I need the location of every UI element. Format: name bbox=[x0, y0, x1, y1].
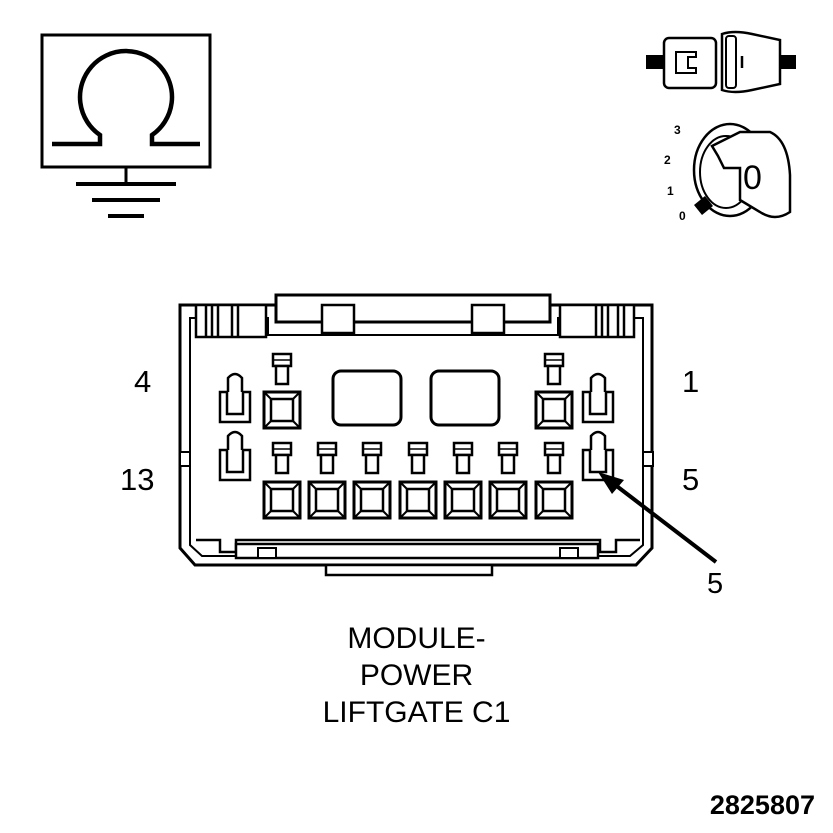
connector-title-line-2: POWER bbox=[359, 659, 474, 692]
ignition-key-off-icon bbox=[692, 122, 792, 219]
ignition-position-1: 1 bbox=[667, 184, 674, 198]
figure-number: 2825807 bbox=[709, 790, 815, 820]
pin-label-4: 4 bbox=[134, 364, 152, 399]
ignition-position-3: 3 bbox=[674, 123, 681, 137]
pin-callout-arrow bbox=[598, 472, 718, 564]
ignition-key-mark: 0 bbox=[743, 159, 762, 197]
ignition-position-0: 0 bbox=[679, 209, 686, 223]
connector-title-line-1: MODULE- bbox=[347, 622, 486, 655]
ignition-position-2: 2 bbox=[664, 153, 671, 167]
ohmmeter-ground-icon bbox=[40, 33, 212, 218]
pin-label-13: 13 bbox=[120, 462, 155, 497]
connector-disconnected-icon bbox=[646, 30, 796, 94]
connector-title-line-3: LIFTGATE C1 bbox=[322, 696, 511, 729]
callout-pin-label: 5 bbox=[707, 568, 724, 600]
connector-face bbox=[178, 293, 654, 577]
pin-label-1: 1 bbox=[682, 364, 700, 399]
pin-label-5: 5 bbox=[682, 462, 700, 497]
